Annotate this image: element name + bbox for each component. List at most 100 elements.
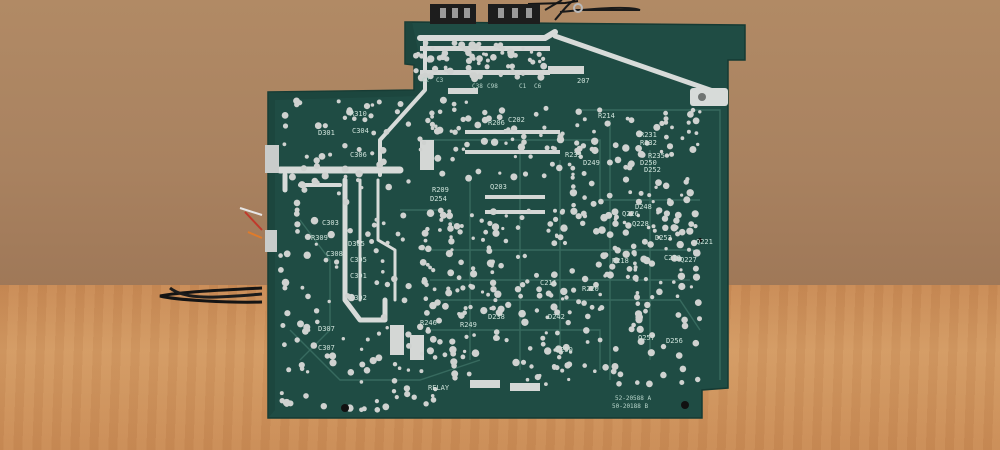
solder-pad <box>425 117 431 124</box>
solder-pad <box>448 222 453 227</box>
label-r309: R309 <box>311 234 328 242</box>
top-right-lead <box>544 0 563 11</box>
solder-pad <box>406 368 411 372</box>
solder-pad <box>669 151 675 157</box>
solder-pad <box>464 100 468 104</box>
solder-pad <box>493 298 498 303</box>
solder-pad <box>647 193 652 198</box>
solder-pad <box>445 289 453 297</box>
solder-pad <box>634 294 640 301</box>
solder-pad <box>424 310 430 316</box>
solder-pad <box>442 352 448 358</box>
solder-pad <box>593 281 599 288</box>
label-c6: C6 <box>534 83 542 90</box>
solder-pad <box>320 403 327 410</box>
solder-pad <box>498 107 506 114</box>
solder-pad <box>485 58 490 63</box>
solder-pad <box>482 52 486 56</box>
solder-pad <box>469 213 474 218</box>
solder-pad <box>540 341 546 347</box>
solder-pad <box>419 369 424 374</box>
solder-pad <box>676 256 682 262</box>
solder-pad <box>283 250 291 258</box>
label-c306: C306 <box>350 151 367 159</box>
solder-pad <box>406 343 412 349</box>
solder-pad <box>336 191 341 196</box>
solder-pad <box>612 142 619 149</box>
solder-pad <box>450 156 455 162</box>
solder-pad <box>515 254 521 259</box>
solder-pad <box>282 342 287 348</box>
solder-pad <box>278 267 284 273</box>
solder-pad <box>541 65 546 69</box>
solder-pad <box>519 215 525 221</box>
label-c98: C98 <box>487 83 498 90</box>
solder-pad <box>606 159 613 166</box>
solder-pad <box>457 229 463 235</box>
solder-pad <box>451 101 457 107</box>
solder-pad <box>555 330 560 336</box>
solder-pad <box>299 366 305 372</box>
solder-pad <box>571 202 576 208</box>
solder-pad <box>521 46 525 51</box>
solder-pad <box>403 385 411 392</box>
solder-pad <box>430 114 434 119</box>
solder-pad <box>609 263 616 270</box>
solder-pads <box>278 40 702 413</box>
solder-pad <box>380 314 388 321</box>
solder-pad <box>622 229 629 236</box>
solder-pad <box>643 308 648 314</box>
solder-pad <box>445 250 453 258</box>
solder-pad <box>469 284 476 290</box>
solder-pad <box>496 114 503 121</box>
label-c38: C38 <box>472 83 483 90</box>
solder-pad <box>521 139 527 145</box>
label-r214: R214 <box>598 112 615 120</box>
solder-pad <box>282 142 287 147</box>
solder-pad <box>370 151 375 156</box>
solder-pad <box>294 221 301 228</box>
solder-pad <box>681 316 688 324</box>
solder-pad <box>359 347 364 351</box>
solder-pad <box>342 115 348 121</box>
solder-pad <box>434 124 438 129</box>
solder-pad <box>666 199 674 207</box>
ring-terminal <box>573 3 583 13</box>
solder-pad <box>381 221 386 226</box>
label-r232: R232 <box>640 139 657 147</box>
solder-pad <box>544 145 550 151</box>
solder-pad <box>571 287 577 293</box>
solder-pad <box>341 165 349 173</box>
solder-pad <box>297 100 303 106</box>
label-relay: RELAY <box>428 384 450 392</box>
solder-pad <box>355 170 363 178</box>
solder-pad <box>564 347 569 352</box>
solder-pad <box>683 179 689 185</box>
solder-pad <box>391 389 397 394</box>
solder-pad <box>517 143 526 151</box>
label-c3: C3 <box>436 77 444 84</box>
solder-pad <box>359 380 364 384</box>
solder-pad <box>582 363 587 368</box>
solder-pad <box>634 278 639 282</box>
solder-pad <box>451 40 458 46</box>
solder-pad <box>397 366 402 371</box>
solder-pad <box>622 250 630 258</box>
solder-pad <box>538 373 542 378</box>
solder-pad <box>694 299 702 306</box>
label-q257: Q257 <box>638 334 655 342</box>
solder-pad <box>631 250 637 256</box>
solder-pad <box>536 51 542 57</box>
solder-pad <box>380 259 385 263</box>
solder-pad <box>636 325 644 333</box>
solder-pad <box>282 285 288 291</box>
solder-pad <box>513 155 518 159</box>
solder-pad <box>598 292 602 297</box>
solder-pad <box>374 280 380 286</box>
solder-pad <box>651 200 655 204</box>
solder-pad <box>294 337 300 343</box>
solder-pad <box>633 268 638 272</box>
solder-pad <box>545 315 550 320</box>
solder-pad <box>556 164 563 172</box>
